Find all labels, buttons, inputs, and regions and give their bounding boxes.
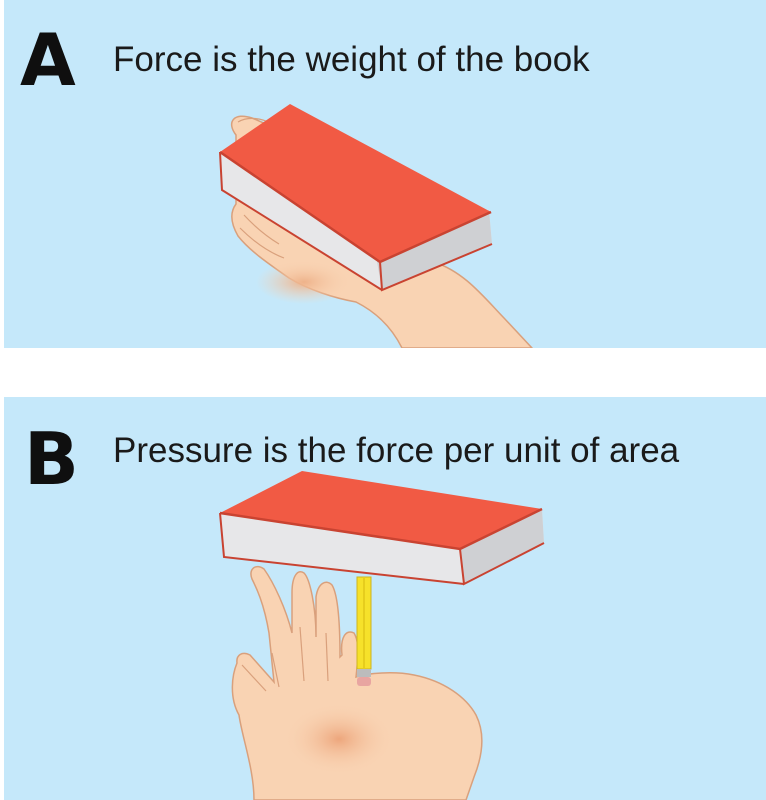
panel-b: B Pressure is the force per unit of area	[4, 397, 766, 800]
panel-caption: Pressure is the force per unit of area	[113, 431, 680, 470]
hand-holding-book-illustration	[219, 104, 534, 348]
panel-letter: B	[24, 417, 79, 501]
panel-a: A Force is the weight of the book	[4, 0, 766, 348]
panel-caption: Force is the weight of the book	[113, 40, 590, 79]
hand-pencil-book-illustration	[219, 471, 545, 800]
book-icon	[219, 104, 493, 292]
pencil-icon	[356, 576, 372, 686]
panel-letter: A	[20, 18, 76, 102]
book-icon	[219, 471, 545, 586]
